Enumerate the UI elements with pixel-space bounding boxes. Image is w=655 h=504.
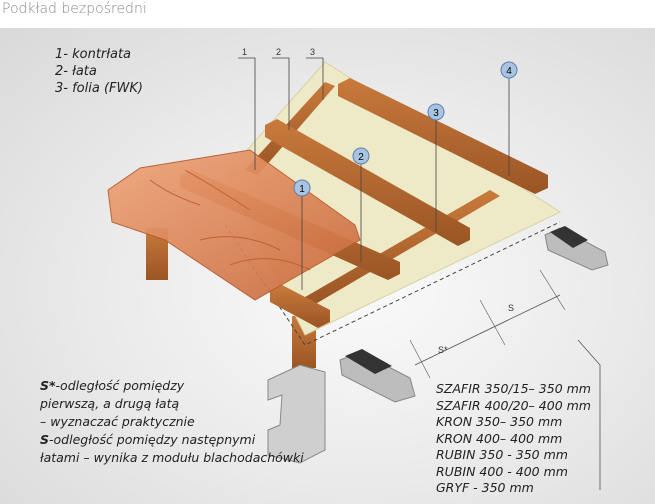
rafter-left (146, 228, 168, 280)
model-item: RUBIN 400 - 400 mm (436, 463, 568, 479)
steel-profile-seal (345, 349, 392, 374)
dim-label-s-star: S* (438, 345, 448, 355)
batten (338, 78, 548, 194)
callout-top-1: 1 (242, 47, 247, 57)
tile-waves (149, 169, 311, 271)
circle-label-2: 2 (358, 152, 364, 163)
s-key: S (40, 432, 50, 447)
model-item: RUBIN 350 - 350 mm (436, 447, 568, 462)
legend-item: 2- łata (55, 64, 97, 79)
note-text: – wyznaczać praktycznie (40, 414, 195, 429)
s-star-key: S* (40, 378, 56, 393)
callout-circles: 1 2 3 4 (293, 61, 518, 197)
steel-profile-seal (550, 226, 588, 248)
membrane-edge (224, 221, 561, 346)
steel-c-profile (267, 364, 326, 464)
note-text: łatami – wynika z modułu blachodachówki (40, 450, 304, 465)
callout-top-3: 3 (310, 47, 315, 57)
circle-label-3: 3 (433, 108, 439, 119)
page-title: Podkład bezpośredni (2, 1, 147, 17)
dim-label-s: S (508, 303, 514, 313)
dimension-line-s (414, 294, 561, 366)
model-item: KRON 350– 350 mm (436, 414, 563, 429)
note-text: -odległość pomiędzy następnymi (49, 432, 256, 447)
callout-top-2: 2 (276, 47, 281, 57)
dimension-ext (539, 269, 566, 311)
batten (265, 119, 470, 246)
note-text: pierwszą, a drugą łatą (40, 396, 180, 411)
dimension-ext (409, 339, 431, 379)
model-item: GRYF - 350 mm (436, 480, 534, 495)
model-spacing-list: SZAFIR 350/15– 350 mm SZAFIR 400/20– 400… (436, 381, 591, 497)
legend: 1- kontrłata 2- łata 3- folia (FWK) (55, 46, 143, 97)
legend-item: 3- folia (FWK) (55, 81, 143, 96)
model-item: SZAFIR 400/20– 400 mm (436, 397, 591, 413)
circle-label-4: 4 (506, 66, 512, 77)
dimension-ext (479, 299, 506, 346)
note-text: -odległość pomiędzy (55, 378, 185, 393)
legend-item: 1- kontrłata (55, 47, 132, 62)
model-item: SZAFIR 350/15– 350 mm (436, 381, 591, 396)
spacing-notes: S*-odległość pomiędzy pierwszą, a drugą … (40, 377, 304, 467)
batten (270, 285, 330, 328)
model-item: KRON 400– 400 mm (436, 430, 563, 446)
bracket-line (577, 339, 601, 490)
circle-label-1: 1 (299, 184, 305, 195)
callout-lines (238, 57, 510, 290)
